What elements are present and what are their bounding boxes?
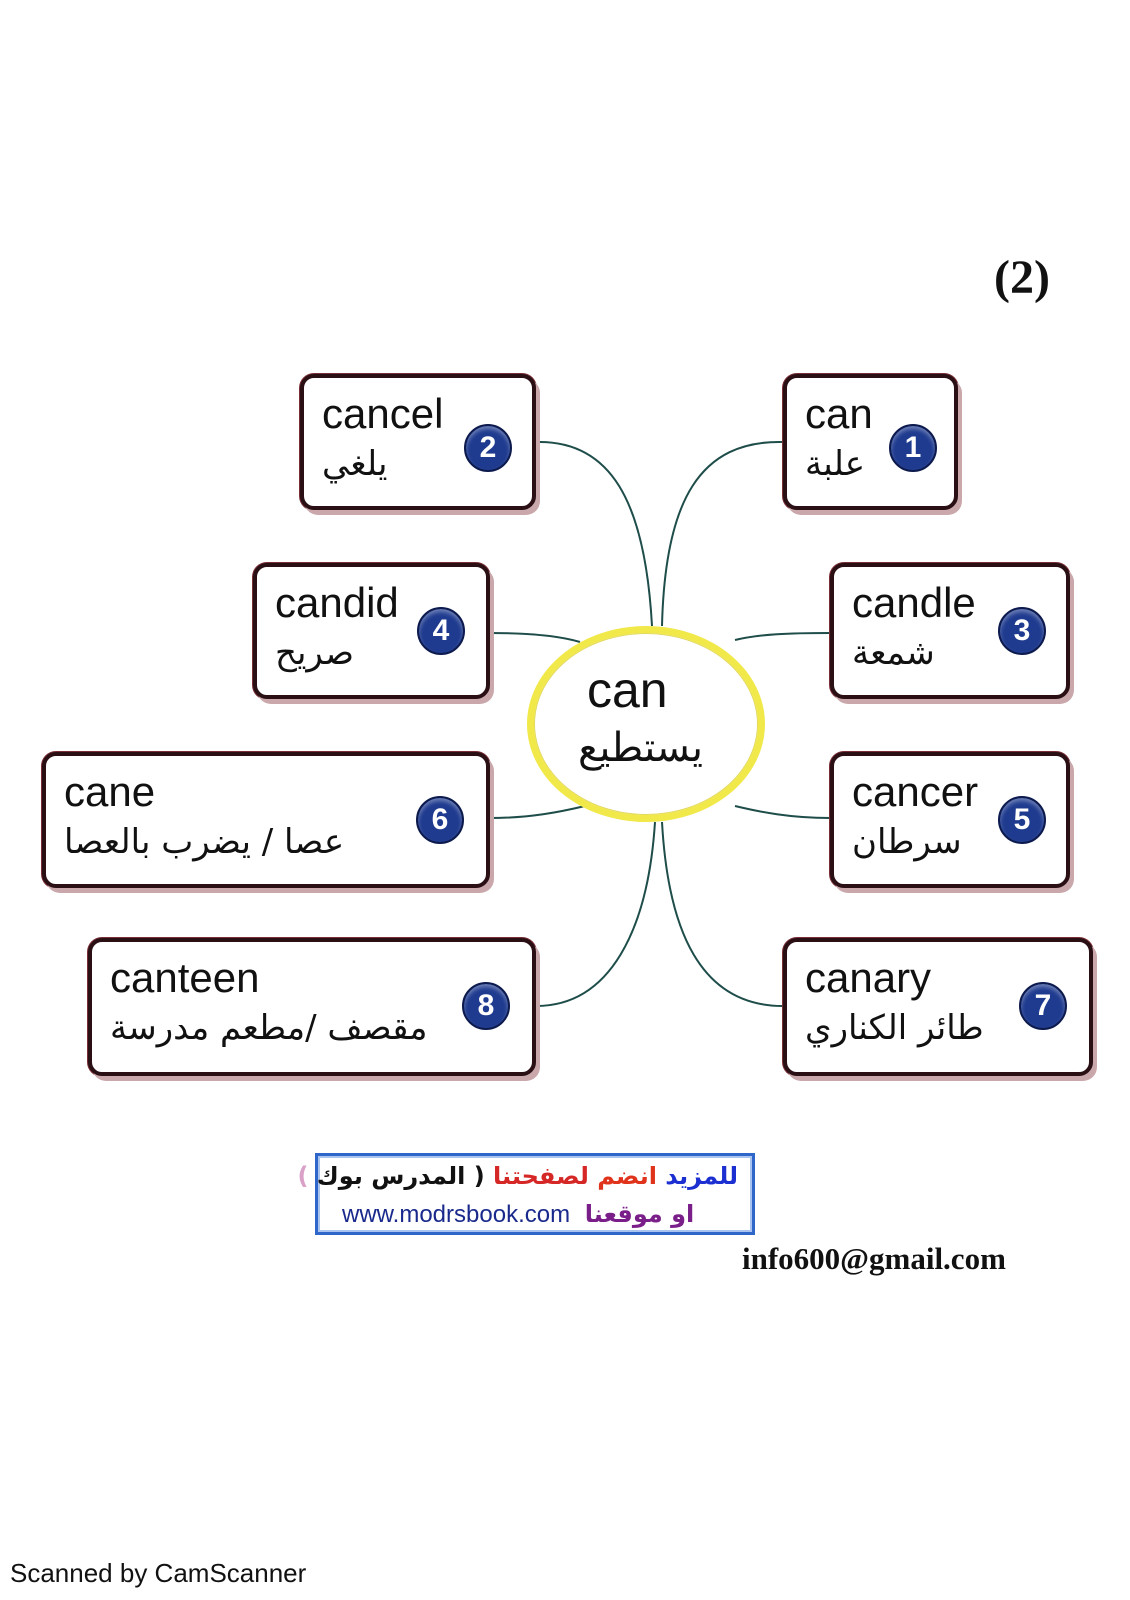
- number-badge: 4: [417, 607, 465, 655]
- word-card-2: cancel يلغي 2: [300, 374, 536, 510]
- connector-8: [535, 821, 656, 1007]
- promo-banner[interactable]: للمزيد انضم لصفحتنا ( المدرس بوك ) www.m…: [297, 1153, 755, 1235]
- center-ellipse: can يستطيع: [527, 626, 765, 822]
- scanner-watermark: Scanned by CamScanner: [10, 1558, 307, 1588]
- word-en: cancer: [852, 768, 979, 815]
- word-en: candid: [275, 579, 399, 626]
- contact-email[interactable]: info600@gmail.com: [742, 1241, 1006, 1276]
- word-ar: طائر الكناري: [805, 1008, 984, 1048]
- promo-site-ar: او موقعنا: [584, 1200, 695, 1228]
- word-card-5: cancer سرطان 5: [830, 752, 1070, 888]
- promo-word: للمزيد: [665, 1162, 738, 1190]
- promo-word: ): [297, 1162, 309, 1190]
- connector-4: [489, 632, 581, 643]
- promo-line-site: www.modrsbook.com او موقعنا: [342, 1200, 742, 1229]
- connector-2: [535, 440, 653, 627]
- center-word-ar: يستطيع: [578, 725, 704, 771]
- connector-6: [489, 805, 586, 819]
- word-en: canary: [805, 954, 932, 1001]
- connector-7: [661, 821, 784, 1007]
- word-ar: مقصف /مطعم مدرسة: [110, 1008, 428, 1048]
- word-ar: علبة: [805, 444, 866, 484]
- promo-word: انضم: [597, 1162, 657, 1190]
- number-badge: 2: [464, 424, 512, 472]
- number-badge: 3: [998, 607, 1046, 655]
- promo-line-ar: للمزيد انضم لصفحتنا ( المدرس بوك ): [297, 1162, 738, 1190]
- word-card-1: can علبة 1: [783, 374, 958, 510]
- word-card-3: candle شمعة 3: [830, 563, 1070, 699]
- word-ar: عصا / يضرب بالعصا: [64, 822, 345, 862]
- connector-5: [734, 805, 831, 819]
- word-card-4: candid صريح 4: [253, 563, 490, 699]
- word-en: can: [805, 390, 873, 437]
- number-badge: 1: [889, 424, 937, 472]
- promo-url-link[interactable]: www.modrsbook.com: [342, 1201, 571, 1228]
- word-card-7: canary طائر الكناري 7: [783, 938, 1093, 1076]
- number-badge: 6: [416, 796, 464, 844]
- word-ar: يلغي: [322, 444, 388, 484]
- word-ar: شمعة: [852, 633, 935, 673]
- center-word-en: can: [587, 662, 668, 718]
- promo-word: ( المدرس بوك: [316, 1162, 485, 1190]
- word-ar: صريح: [275, 633, 355, 673]
- word-en: cane: [64, 768, 156, 815]
- number-badge: 5: [998, 796, 1046, 844]
- word-en: canteen: [110, 954, 260, 1001]
- word-ar: سرطان: [852, 822, 962, 862]
- number-badge: 8: [462, 982, 510, 1030]
- page-number: (2): [994, 251, 1050, 304]
- number-badge: 7: [1019, 982, 1067, 1030]
- connector-1: [661, 440, 784, 627]
- word-en: candle: [852, 579, 976, 626]
- word-card-8: canteen مقصف /مطعم مدرسة 8: [88, 938, 536, 1076]
- promo-word: لصفحتنا: [493, 1162, 589, 1190]
- word-en: cancel: [322, 390, 444, 437]
- connector-3: [734, 632, 831, 641]
- word-card-6: cane عصا / يضرب بالعصا 6: [42, 752, 490, 888]
